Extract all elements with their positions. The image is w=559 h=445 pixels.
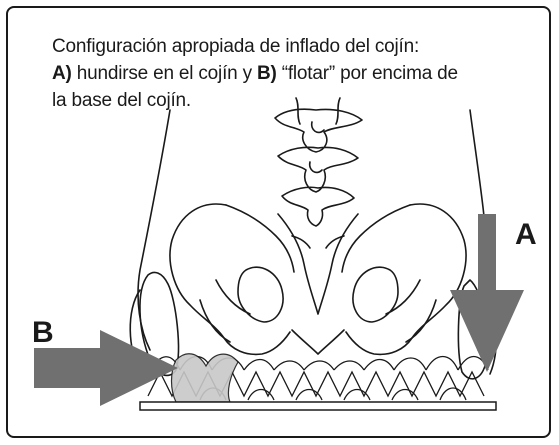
pelvis (170, 204, 466, 354)
spine (275, 98, 362, 226)
highlighted-cells (172, 354, 239, 402)
marker-b: B (32, 316, 54, 349)
cushion-base (140, 402, 496, 410)
caption-line-3: la base del cojín. (52, 87, 522, 114)
arrow-a (450, 214, 524, 372)
marker-a: A (515, 218, 537, 251)
caption-text-b: “flotar” por encima de (277, 63, 458, 84)
caption-label-a: A) (52, 63, 72, 84)
caption-line-1: Configuración apropiada de inflado del c… (52, 33, 522, 60)
caption-label-b: B) (257, 63, 277, 84)
body-outline (138, 110, 170, 350)
arrow-b (34, 330, 178, 406)
caption-text-a: hundirse en el cojín y (72, 63, 257, 84)
caption-line-2: A) hundirse en el cojín y B) “flotar” po… (52, 60, 522, 87)
figure-caption: Configuración apropiada de inflado del c… (52, 33, 522, 114)
